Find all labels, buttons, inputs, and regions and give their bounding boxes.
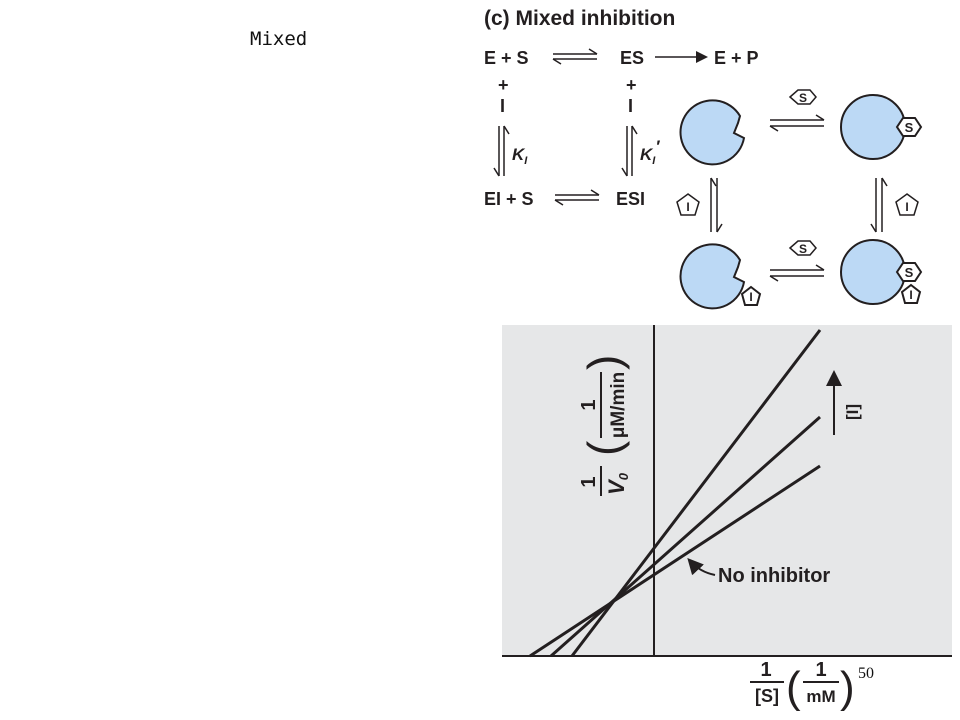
svg-text:mM: mM [806,687,835,706]
svg-text:1: 1 [578,399,600,410]
inhibitor-pentagon-icon [895,193,919,216]
svg-text:I: I [909,288,912,302]
y-axis-label: 1 V0 ( 1 μM/min ) [578,355,631,496]
enzyme-free-icon [679,99,746,166]
svg-text:S: S [799,91,807,105]
svg-text:S: S [905,265,914,280]
lineweaver-burk-plot: [I] No inhibitor 1 V0 ( 1 μM/min ) 1 [S]… [502,325,952,712]
no-inhibitor-label: No inhibitor [718,565,830,587]
equilibrium-arrow-esi [554,189,600,206]
equilibrium-arrow-s-bottom [769,264,825,282]
scheme-plus-left: + [498,75,509,95]
svg-text:): ) [840,663,855,712]
equilibrium-arrow-i-right [870,177,888,233]
svg-text:I: I [905,200,908,214]
substrate-hexagon-icon [788,240,817,256]
svg-text:1: 1 [578,476,600,487]
reaction-scheme: E + S ES E + P + + I I KI KI′ EI + S [484,48,759,209]
figure-heading: (c) Mixed inhibition [484,7,675,30]
substrate-hexagon-icon [788,89,817,105]
enzyme-cartoons: S I S I S S I [676,89,923,310]
scheme-e-plus-p: E + P [714,48,759,68]
scheme-es: ES [620,48,644,68]
inhibitor-concentration-label: [I] [843,404,862,420]
substrate-hexagon-icon [895,262,923,282]
svg-text:I: I [686,200,689,214]
scheme-esi: ESI [616,189,645,209]
inhibitor-pentagon-icon [676,193,700,216]
scheme-plus-right: + [626,75,637,95]
equilibrium-arrow-es [552,48,598,65]
svg-text:(: ( [786,663,801,712]
enzyme-esi-icon [840,239,906,305]
x-axis-label: 1 [S] ( 1 mM ) [750,659,855,712]
inhibitor-pentagon-icon [740,285,762,306]
slide-title: Mixed [250,28,308,50]
scheme-inhibitor-left: I [500,96,505,116]
scheme-e-plus-s: E + S [484,48,529,68]
enzyme-ei-icon [679,243,746,310]
inhibitor-pentagon-icon [900,283,922,304]
page-number: 50 [858,665,874,682]
ki-prime-label: KI′ [640,137,660,167]
svg-text:μM/min: μM/min [608,372,629,439]
svg-text:S: S [905,120,914,135]
equilibrium-arrow-i-left [710,177,723,233]
no-inhibitor-pointer [687,558,716,576]
equilibrium-arrow-s-top [769,114,825,132]
ki-label: KI [512,145,528,167]
equilibrium-arrow-ki-prime [621,125,638,177]
equilibrium-arrow-ki [493,125,510,177]
plot-line-mid-inhibitor [550,415,821,658]
enzyme-es-icon [840,94,906,160]
svg-text:S: S [799,242,807,256]
svg-text:): ) [578,355,630,370]
plot-line-no-inhibitor [529,464,821,658]
substrate-hexagon-icon [895,117,923,137]
svg-text:(: ( [578,440,630,456]
svg-text:I: I [749,290,752,304]
svg-text:[S]: [S] [755,686,779,706]
svg-text:V0: V0 [604,472,631,495]
svg-text:1: 1 [760,659,771,681]
scheme-inhibitor-right: I [628,96,633,116]
svg-text:1: 1 [815,659,826,681]
scheme-ei-plus-s: EI + S [484,189,534,209]
plot-background [502,325,952,656]
